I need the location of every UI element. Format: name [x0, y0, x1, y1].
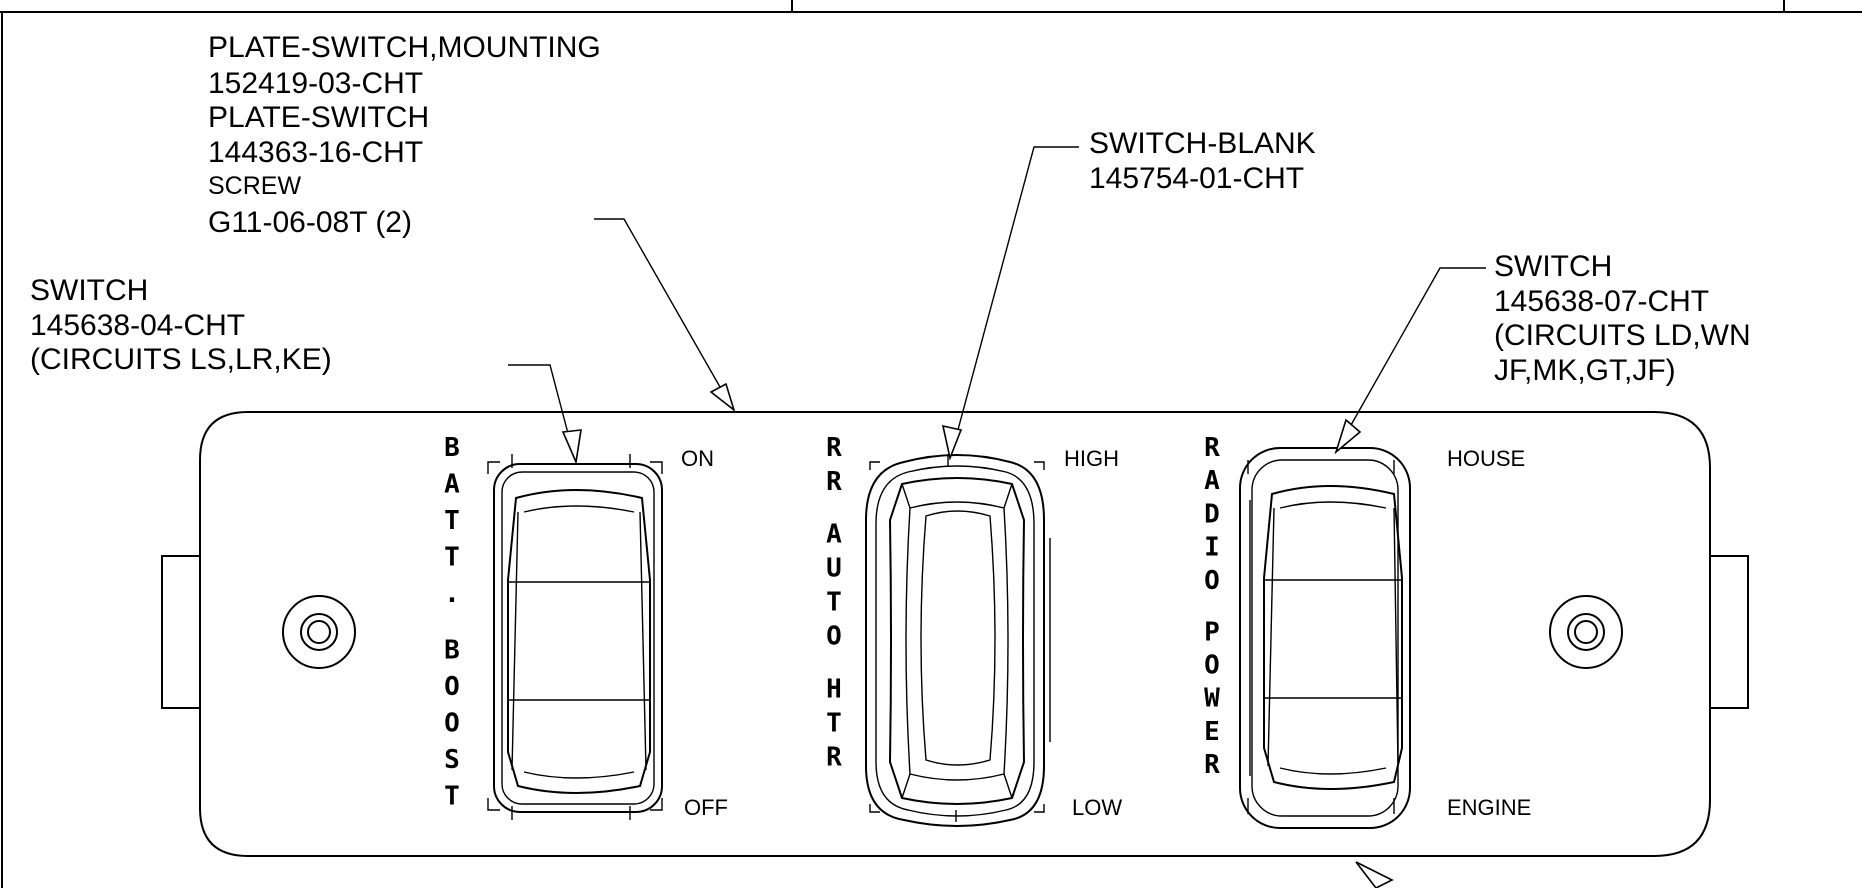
callout-switch-right-line-3: (CIRCUITS LD,WN	[1494, 319, 1751, 352]
callout-mounting-plate-line-6: G11-06-08T (2)	[208, 206, 412, 239]
left-switch-bottom-position: OFF	[684, 795, 728, 820]
vertical-label-letter: A	[1204, 466, 1220, 496]
vertical-label-letter: B	[444, 433, 460, 463]
bottom-leader-arrow-icon	[1355, 861, 1394, 888]
vertical-label-letter: R	[1204, 433, 1220, 463]
callout-mounting-plate-line-5: SCREW	[208, 172, 301, 200]
left-switch-top-position: ON	[681, 446, 714, 471]
leader-line	[1337, 267, 1486, 449]
vertical-label-letter: R	[1204, 750, 1220, 780]
leader-arrow-icon	[561, 429, 582, 465]
center-switch-bottom-position: LOW	[1072, 795, 1122, 820]
leader-arrow-icon	[1334, 418, 1362, 455]
vertical-label-letter: T	[826, 588, 842, 618]
vertical-label-letter: W	[1204, 684, 1220, 714]
vertical-label-letter: P	[1204, 617, 1220, 647]
vertical-label-letter: U	[826, 554, 842, 584]
left-screw-icon	[282, 595, 356, 669]
vertical-label-letter: O	[444, 672, 460, 702]
callout-switch-left-line-3: (CIRCUITS LS,LR,KE)	[30, 343, 332, 376]
vertical-label-letter: S	[444, 745, 460, 775]
vertical-label-letter: T	[444, 506, 460, 536]
vertical-label-letter: B	[444, 636, 460, 666]
right-rocker-switch	[1239, 447, 1411, 829]
right-switch-top-position: HOUSE	[1447, 446, 1525, 471]
leader-line	[594, 218, 733, 409]
right-switch-bottom-position: ENGINE	[1447, 795, 1531, 820]
vertical-label-letter: O	[1204, 566, 1220, 596]
vertical-label-letter: R	[826, 742, 842, 772]
vertical-label-letter: R	[826, 433, 842, 463]
callout-switch-right-line-2: 145638-07-CHT	[1494, 285, 1709, 318]
leader-arrow-icon	[709, 382, 736, 413]
callout-switch-right: SWITCH 145638-07-CHT (CIRCUITS LD,WN JF,…	[1334, 250, 1751, 455]
callout-switch-blank-line-2: 145754-01-CHT	[1089, 162, 1304, 195]
callout-switch-right-line-1: SWITCH	[1494, 250, 1612, 283]
left-rocker-switch	[487, 454, 663, 820]
vertical-label-letter: O	[826, 622, 842, 652]
callout-switch-blank: SWITCH-BLANK 145754-01-CHT	[941, 127, 1316, 461]
vertical-label-letter: T	[444, 782, 460, 812]
callout-mounting-plate-line-1: PLATE-SWITCH,MOUNTING	[208, 31, 601, 64]
vertical-label-letter: R	[826, 467, 842, 497]
callout-mounting-plate-line-2: 152419-03-CHT	[208, 67, 423, 100]
vertical-label-letter: D	[1204, 499, 1220, 529]
callout-switch-blank-line-1: SWITCH-BLANK	[1089, 127, 1316, 160]
callout-switch-right-line-4: JF,MK,GT,JF)	[1494, 354, 1676, 387]
leader-line	[951, 146, 1079, 453]
right-screw-icon	[1549, 595, 1623, 669]
leader-arrow-icon	[941, 424, 963, 461]
callout-switch-left-line-1: SWITCH	[30, 274, 148, 307]
mounting-plate	[161, 411, 1749, 857]
vertical-label-letter: O	[1204, 650, 1220, 680]
center-switch-top-position: HIGH	[1064, 446, 1119, 471]
vertical-label-letter: A	[826, 520, 842, 550]
callout-mounting-plate-line-3: PLATE-SWITCH	[208, 101, 429, 134]
vertical-label-letter: .	[444, 579, 460, 609]
vertical-label-letter: H	[826, 674, 842, 704]
vertical-label-letter: T	[826, 708, 842, 738]
callout-mounting-plate: PLATE-SWITCH,MOUNTING 152419-03-CHT PLAT…	[208, 31, 736, 413]
leader-line	[508, 364, 576, 461]
callout-switch-left-line-2: 145638-04-CHT	[30, 309, 245, 342]
vertical-label-letter: E	[1204, 717, 1220, 747]
vertical-label-letter: O	[444, 709, 460, 739]
vertical-label-letter: I	[1204, 533, 1220, 563]
callout-mounting-plate-line-4: 144363-16-CHT	[208, 136, 423, 169]
vertical-label-letter: A	[444, 470, 460, 500]
center-blank-switch	[865, 454, 1051, 827]
vertical-label-letter: T	[444, 543, 460, 573]
callout-switch-left: SWITCH 145638-04-CHT (CIRCUITS LS,LR,KE)	[30, 274, 582, 465]
